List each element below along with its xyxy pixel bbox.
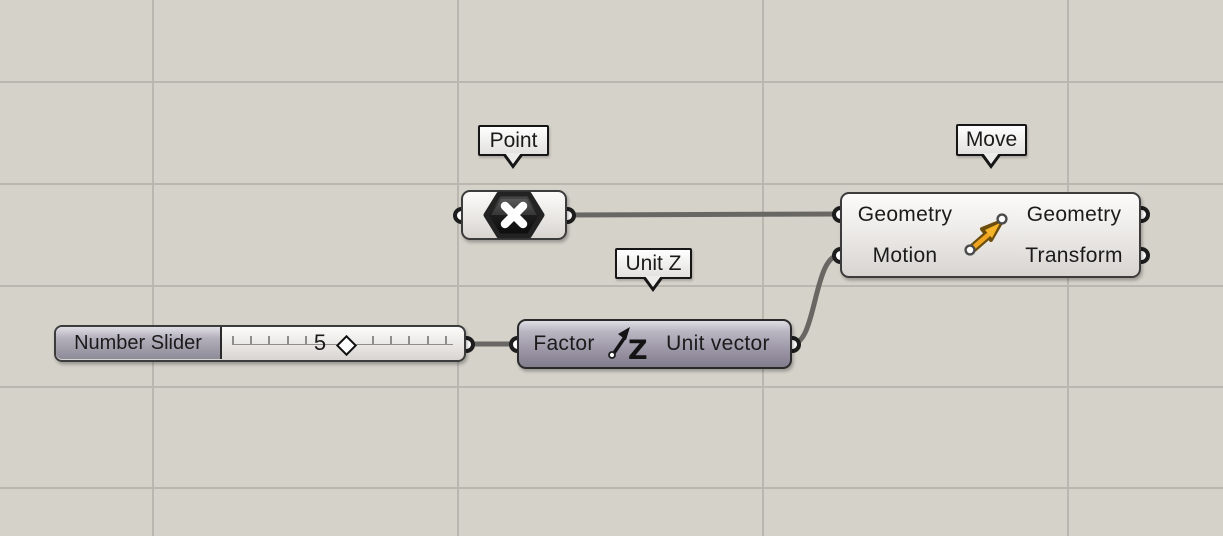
number-slider-name-capsule[interactable]: Number Slider xyxy=(56,327,222,359)
move-output-transform-label: Transform xyxy=(1025,243,1123,267)
unitz-output-labels: Unit vector xyxy=(659,321,777,367)
unit-z-component[interactable]: Factor Unit vector xyxy=(517,319,792,369)
point-name-bubble: Point xyxy=(478,125,549,156)
move-input-geometry-label: Geometry xyxy=(857,202,953,226)
unitz-factor-label: Factor xyxy=(533,332,595,355)
move-input-motion-label: Motion xyxy=(872,243,938,267)
unitz-unitvector-label: Unit vector xyxy=(666,332,770,355)
move-output-labels: Geometry Transform xyxy=(1019,194,1129,276)
unitz-input-labels: Factor xyxy=(530,321,598,367)
point-name-text: Point xyxy=(489,128,538,152)
unitz-name-text: Unit Z xyxy=(625,251,682,275)
number-slider-label: Number Slider xyxy=(74,331,202,354)
svg-text:Z: Z xyxy=(628,335,648,366)
move-output-geometry-label: Geometry xyxy=(1026,202,1122,226)
point-hexagon-x-icon xyxy=(483,191,545,239)
wire-unitvector-to-motion[interactable] xyxy=(789,252,843,347)
unit-z-arrow-icon: Z xyxy=(608,327,648,366)
move-vector-arrow-icon xyxy=(964,213,1008,256)
move-name-text: Move xyxy=(965,128,1018,151)
move-input-labels: Geometry Motion xyxy=(852,194,958,276)
wire-point-to-move-geometry[interactable] xyxy=(564,211,843,218)
unitz-name-bubble: Unit Z xyxy=(615,248,692,279)
slider-value: 5 xyxy=(313,330,327,355)
move-name-bubble: Move xyxy=(956,124,1027,156)
